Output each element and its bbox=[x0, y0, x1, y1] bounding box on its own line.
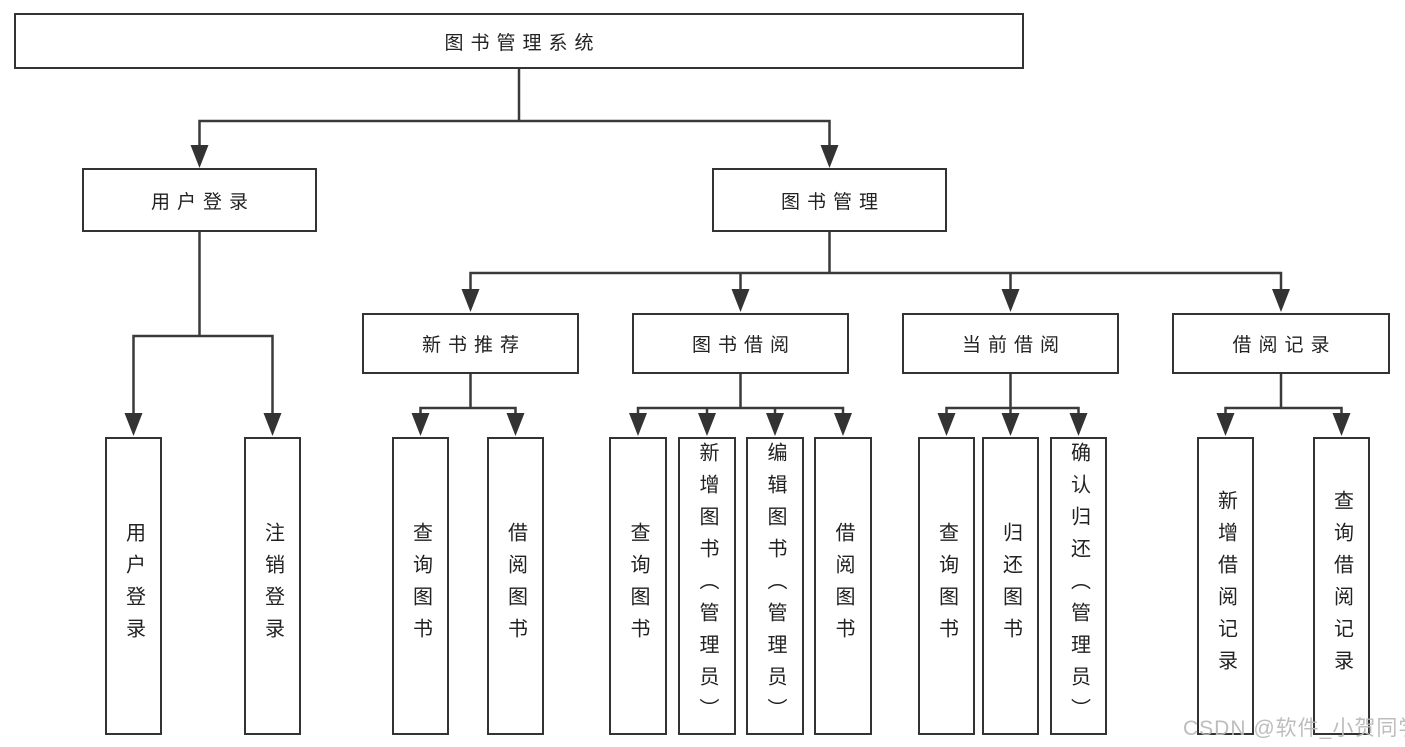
arrowhead bbox=[834, 413, 852, 436]
arrowhead bbox=[1001, 413, 1020, 436]
leaf-add-borrow-record: 新增借阅记录 bbox=[1197, 437, 1254, 735]
leaf-query-books-borrow-label: 查询图书 bbox=[627, 522, 649, 650]
arrowhead bbox=[411, 413, 430, 436]
leaf-query-books-borrow: 查询图书 bbox=[609, 437, 667, 735]
edge-user-login-to-leaves bbox=[132, 232, 274, 418]
edge-level3-stems bbox=[469, 374, 1283, 408]
arrowhead bbox=[263, 413, 282, 436]
leaf-add-borrow-record-label: 新增借阅记录 bbox=[1214, 490, 1237, 682]
edge-new-book-recommend-to-leaves bbox=[419, 406, 517, 418]
node-borrow-records: 借阅记录 bbox=[1172, 313, 1390, 374]
node-book-borrow: 图书借阅 bbox=[632, 313, 849, 374]
arrowhead bbox=[731, 289, 750, 312]
leaf-edit-book-admin: 编辑图书（管理员） bbox=[746, 437, 804, 735]
arrowhead bbox=[124, 413, 143, 436]
arrowhead bbox=[629, 413, 647, 436]
arrowhead bbox=[506, 413, 525, 436]
leaf-confirm-return-admin: 确认归还（管理员） bbox=[1050, 437, 1107, 735]
leaf-borrow-books: 借阅图书 bbox=[814, 437, 872, 735]
leaf-user-login: 用户登录 bbox=[105, 437, 162, 735]
node-book-management: 图书管理 bbox=[712, 168, 947, 232]
edge-root-to-level2 bbox=[198, 69, 831, 150]
arrowhead bbox=[1001, 289, 1020, 312]
arrowhead bbox=[766, 413, 784, 436]
leaf-add-book-admin: 新增图书（管理员） bbox=[678, 437, 736, 735]
leaf-add-book-admin-label: 新增图书（管理员） bbox=[696, 442, 718, 730]
arrowhead bbox=[1332, 413, 1351, 436]
node-current-borrow-label: 当前借阅 bbox=[961, 335, 1066, 356]
node-book-borrow-label: 图书借阅 bbox=[691, 335, 796, 356]
arrowhead bbox=[190, 145, 209, 168]
leaf-query-books-current-label: 查询图书 bbox=[935, 522, 958, 650]
csdn-watermark: CSDN @软件_小贺同学 bbox=[1183, 717, 1405, 740]
arrowhead bbox=[698, 413, 716, 436]
arrowhead bbox=[820, 145, 839, 168]
leaf-borrow-books-label: 借阅图书 bbox=[832, 522, 854, 650]
leaf-confirm-return-admin-label: 确认归还（管理员） bbox=[1067, 442, 1090, 730]
node-borrow-records-label: 借阅记录 bbox=[1232, 335, 1337, 356]
root-node-label: 图书管理系统 bbox=[444, 32, 601, 54]
leaf-query-books-current: 查询图书 bbox=[918, 437, 975, 735]
leaf-borrow-books-recommend-label: 借阅图书 bbox=[504, 522, 527, 650]
leaf-edit-book-admin-label: 编辑图书（管理员） bbox=[764, 442, 786, 730]
arrowhead bbox=[1216, 413, 1235, 436]
edge-borrow-records-to-leaves bbox=[1224, 406, 1343, 418]
leaf-return-books: 归还图书 bbox=[982, 437, 1039, 735]
leaf-query-books-recommend: 查询图书 bbox=[392, 437, 449, 735]
node-book-management-label: 图书管理 bbox=[780, 191, 885, 213]
node-current-borrow: 当前借阅 bbox=[902, 313, 1119, 374]
leaf-query-books-recommend-label: 查询图书 bbox=[409, 522, 432, 650]
leaf-borrow-books-recommend: 借阅图书 bbox=[487, 437, 544, 735]
arrowhead bbox=[1069, 413, 1088, 436]
edge-book-management-to-level3 bbox=[469, 232, 1283, 292]
leaf-query-borrow-record-label: 查询借阅记录 bbox=[1330, 490, 1353, 682]
root-node: 图书管理系统 bbox=[14, 13, 1024, 69]
leaf-return-books-label: 归还图书 bbox=[999, 522, 1022, 650]
arrowhead bbox=[461, 289, 480, 312]
leaf-logout-label: 注销登录 bbox=[261, 522, 284, 650]
node-user-login: 用户登录 bbox=[82, 168, 317, 232]
node-new-book-recommend: 新书推荐 bbox=[362, 313, 579, 374]
leaf-logout: 注销登录 bbox=[244, 437, 301, 735]
leaf-user-login-label: 用户登录 bbox=[122, 522, 145, 650]
arrowheads bbox=[124, 145, 1351, 436]
node-new-book-recommend-label: 新书推荐 bbox=[421, 335, 526, 356]
arrowhead bbox=[1272, 289, 1290, 312]
edge-book-borrow-to-leaves bbox=[636, 406, 845, 418]
node-user-login-label: 用户登录 bbox=[150, 191, 255, 213]
leaf-query-borrow-record: 查询借阅记录 bbox=[1313, 437, 1370, 735]
arrowhead bbox=[937, 413, 956, 436]
